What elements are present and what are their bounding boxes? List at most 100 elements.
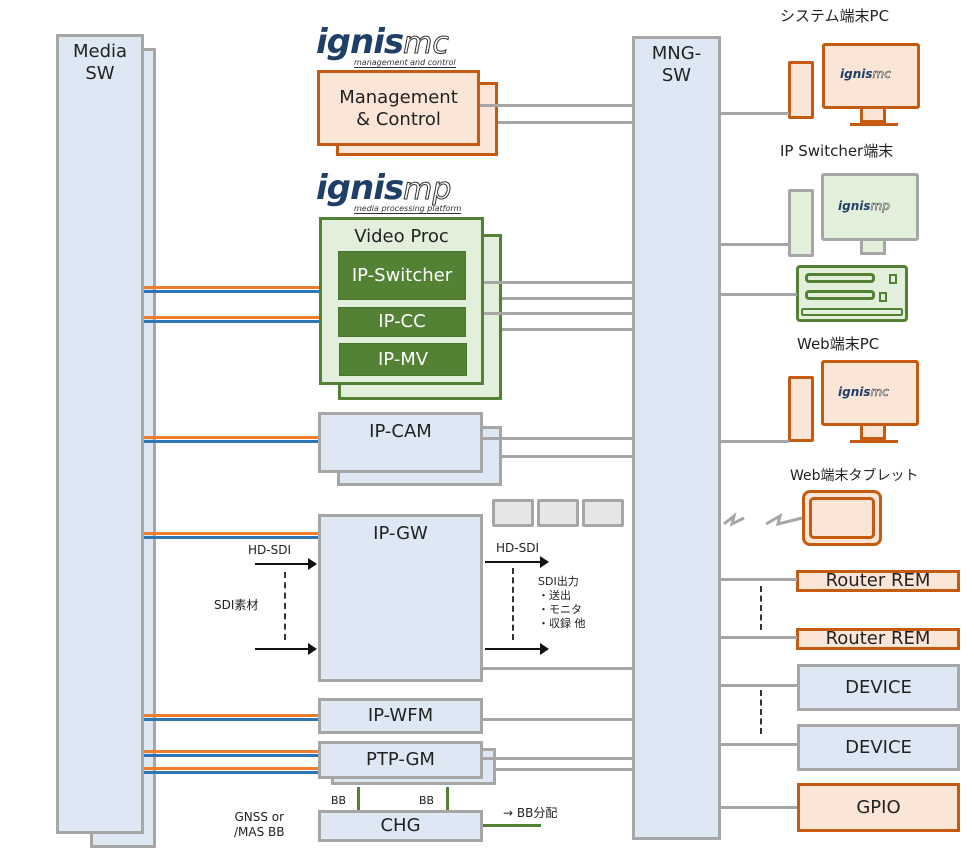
ptp-gm-label: PTP-GM [366, 749, 435, 770]
vp-mng-link [502, 297, 632, 300]
gw-output-title: SDI出力 [538, 575, 579, 588]
ip-gw[interactable]: IP-GW [318, 514, 483, 682]
ip-wfm[interactable]: IP-WFM [318, 698, 483, 734]
mng-sw[interactable]: MNG- SW [632, 36, 721, 840]
pc-tower [788, 376, 814, 442]
media-link [144, 767, 318, 775]
panel-knob [879, 292, 887, 302]
system-pc-label: システム端末PC [780, 7, 890, 25]
logo-brand: ignis [316, 22, 404, 62]
media-link [144, 532, 318, 540]
pc-tower [788, 189, 814, 257]
tablet-screen [809, 497, 875, 539]
pc-screen [822, 43, 920, 109]
gw-input-ellipsis [284, 572, 286, 640]
pc-base [850, 123, 898, 126]
logo-tagline: management and control [354, 58, 456, 68]
web-pc-label: Web端末PC [797, 335, 880, 353]
pc-stand [860, 109, 886, 123]
pc-tower [788, 61, 814, 119]
bb-distribution-label: → BB分配 [503, 806, 558, 820]
web-tablet-label: Web端末タブレット [790, 468, 919, 484]
device-2[interactable]: DEVICE [797, 724, 960, 771]
ip-switcher-terminal-link [721, 243, 789, 246]
module-ip-mv[interactable]: IP-MV [339, 343, 467, 376]
system-pc-icon[interactable]: ignismc [788, 43, 920, 133]
monitor-icon [492, 499, 534, 527]
gw-mng-link [483, 667, 632, 670]
chg-input-label: GNSS or /MAS BB [234, 810, 285, 840]
screen-suffix: mp [870, 199, 890, 214]
gw-input-signal: HD-SDI [248, 543, 291, 557]
wireless-link-icon [723, 512, 803, 527]
media-sw-label-1: Media [72, 41, 128, 62]
screen-suffix: mc [870, 385, 889, 400]
device-link [721, 806, 797, 809]
ptp-gm[interactable]: PTP-GM [318, 741, 483, 779]
vp-mng-link [502, 328, 632, 331]
web-tablet-icon[interactable] [802, 490, 882, 546]
logo-tagline: media processing platform [354, 204, 462, 214]
pc-screen-logo: ignismp [838, 199, 890, 214]
bb-left-label: BB [331, 794, 347, 807]
gw-output-caption: SDI出力 ・送出 ・モニタ ・収録 他 [538, 575, 586, 631]
media-link [144, 286, 319, 294]
media-link [144, 714, 318, 722]
cam-mng-link [483, 437, 632, 440]
pc-screen-logo: ignismc [840, 67, 891, 82]
panel-fader [805, 273, 875, 283]
media-link [144, 316, 319, 324]
device-1[interactable]: DEVICE [797, 664, 960, 711]
device-router-rem-2[interactable]: Router REM [796, 628, 960, 650]
vp-mng-link [484, 312, 632, 315]
module-ip-switcher[interactable]: IP-Switcher [338, 251, 466, 300]
bb-link [446, 787, 449, 811]
ignis-mc-logo: ignismc management and control [316, 22, 456, 68]
device-link [721, 743, 797, 746]
gw-output-item: ・収録 他 [538, 617, 586, 630]
monitor-icon [537, 499, 579, 527]
gw-output-ellipsis [512, 568, 514, 640]
chg[interactable]: CHG [318, 810, 483, 842]
screen-suffix: mc [872, 67, 891, 82]
chg-input-line1: GNSS or [234, 810, 285, 824]
media-sw[interactable]: Media SW [56, 34, 144, 834]
video-proc[interactable]: Video Proc IP-Switcher IP-CC IP-MV [319, 217, 484, 385]
pc-screen [821, 173, 919, 241]
pc-stand [860, 241, 886, 255]
bb-right-label: BB [419, 794, 435, 807]
gw-output-item: ・送出 [538, 589, 571, 602]
logo-brand: ignis [316, 168, 404, 208]
bb-distribution-link [483, 824, 541, 827]
pc-stand [860, 426, 886, 440]
web-pc-link [721, 440, 789, 443]
control-panel-icon[interactable] [796, 265, 908, 322]
pc-screen [821, 360, 919, 426]
device-link [721, 578, 797, 581]
mc-box[interactable]: Management & Control [317, 70, 480, 146]
gw-input-arrow [255, 558, 317, 570]
web-pc-icon[interactable]: ignismc [788, 360, 919, 450]
mng-sw-label-1: MNG- [651, 43, 702, 64]
ip-switcher-terminal-icon[interactable]: ignismp [788, 173, 919, 263]
gw-output-signal: HD-SDI [496, 541, 539, 555]
mc-label-2: & Control [356, 109, 441, 130]
ip-switcher-terminal-label: IP Switcher端末 [780, 142, 894, 160]
mc-mng-link [480, 104, 632, 107]
pc-base [850, 440, 898, 443]
ip-cam[interactable]: IP-CAM [318, 412, 483, 473]
gw-output-item: ・モニタ [538, 603, 582, 616]
media-link [144, 436, 318, 444]
router-ellipsis [760, 586, 762, 630]
logo-suffix: mp [403, 172, 452, 208]
system-pc-link [721, 112, 789, 115]
wfm-mng-link [483, 718, 632, 721]
device-link [721, 684, 797, 687]
device-router-rem-1[interactable]: Router REM [796, 570, 960, 592]
module-ip-cc[interactable]: IP-CC [338, 307, 466, 337]
screen-brand: ignis [840, 67, 873, 81]
mc-mng-link [498, 121, 632, 124]
device-ellipsis [760, 690, 762, 734]
device-gpio[interactable]: GPIO [797, 783, 960, 832]
device-link [721, 636, 797, 639]
